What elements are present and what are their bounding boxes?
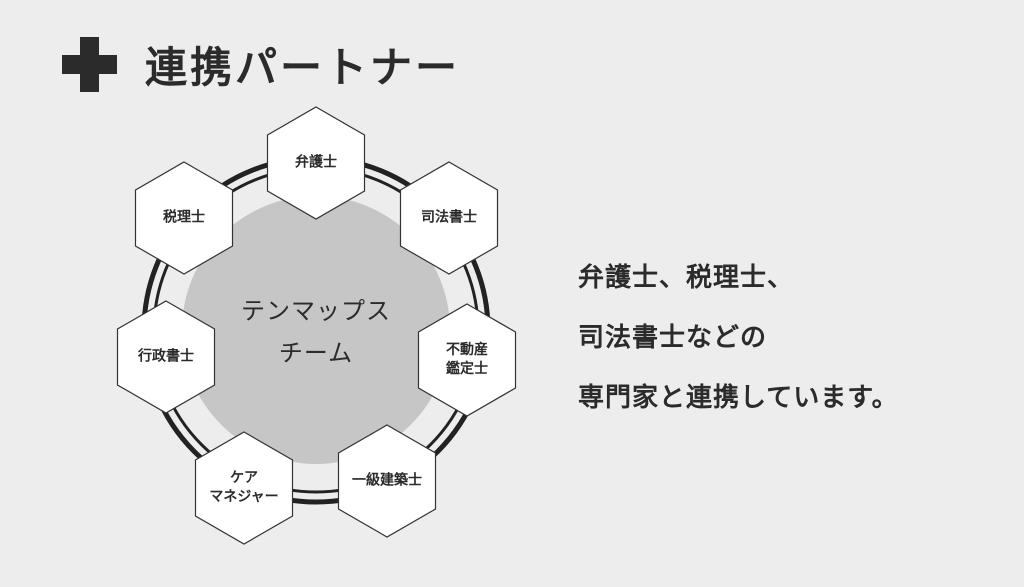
partner-hexagon-real-estate-appraiser	[417, 303, 517, 417]
partner-hexagon-judicial-scrivener	[399, 161, 499, 275]
description: 弁護士、税理士、 司法書士などの 専門家と連携しています。	[578, 248, 899, 428]
partner-label-line1: 行政書士	[138, 348, 194, 365]
partner-label-tax-accountant: 税理士	[134, 209, 234, 228]
partner-label-real-estate-appraiser: 不動産鑑定士	[417, 341, 517, 379]
header: 連携パートナー	[62, 36, 460, 92]
partner-label-architect: 一級建築士	[337, 472, 437, 491]
partner-label-line1: ケア	[230, 470, 258, 486]
partner-label-administrative-scrivener: 行政書士	[116, 348, 216, 367]
plus-icon	[62, 36, 117, 92]
partner-hexagon-care-manager	[194, 431, 294, 545]
partner-label-lawyer: 弁護士	[266, 154, 366, 173]
team-label-line2: チーム	[278, 339, 354, 367]
partner-label-line1: 不動産	[446, 342, 488, 358]
team-circle	[182, 196, 450, 464]
partner-label-line1: 一級建築士	[352, 472, 422, 489]
description-line1: 弁護士、税理士、	[578, 263, 795, 293]
partner-hexagon-tax-accountant	[134, 161, 234, 275]
description-line3: 専門家と連携しています。	[578, 383, 899, 413]
partner-label-line2: マネジャー	[209, 489, 279, 505]
partner-hexagon-lawyer	[266, 106, 366, 220]
description-line2: 司法書士などの	[578, 323, 768, 353]
page-title: 連携パートナー	[145, 42, 461, 92]
partner-label-judicial-scrivener: 司法書士	[399, 209, 499, 228]
partner-label-care-manager: ケアマネジャー	[194, 469, 294, 507]
partner-label-line1: 司法書士	[421, 209, 477, 226]
partner-hexagon-architect	[337, 424, 437, 538]
partner-label-line1: 弁護士	[295, 154, 337, 171]
partner-label-line1: 税理士	[163, 209, 205, 226]
team-label-line1: テンマップス	[241, 297, 391, 325]
diagram-graphics	[116, 106, 517, 545]
partner-label-line2: 鑑定士	[446, 361, 488, 377]
team-label: テンマップス チーム	[216, 290, 416, 374]
partner-diagram: テンマップス チーム 弁護士司法書士不動産鑑定士一級建築士 ケアマネジャー 行政書士…	[116, 106, 517, 545]
partner-hexagon-administrative-scrivener	[116, 300, 216, 414]
